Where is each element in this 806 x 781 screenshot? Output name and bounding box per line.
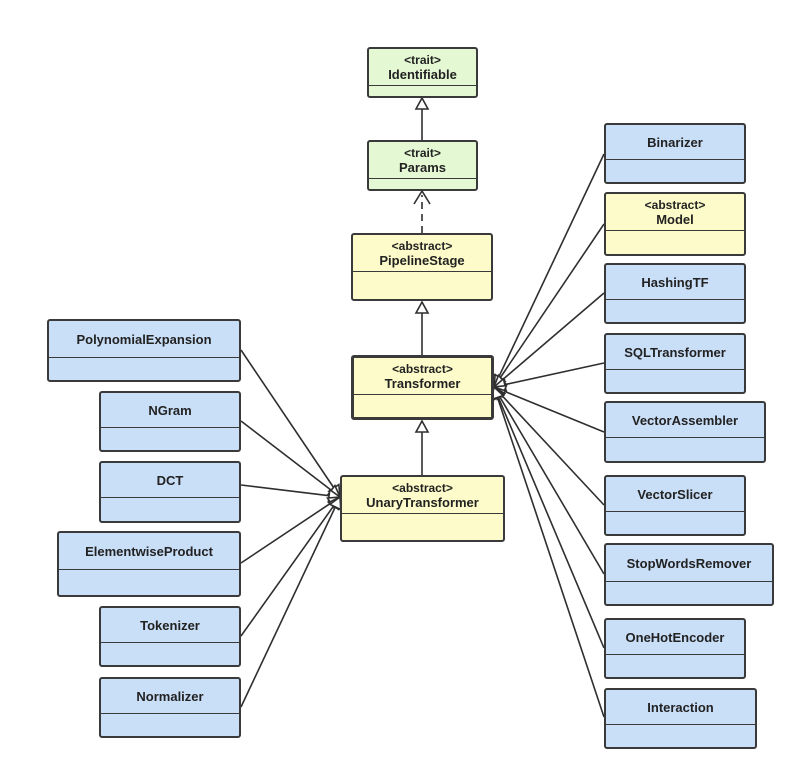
link-params-identifiable-arrowhead bbox=[414, 96, 430, 110]
class-body bbox=[101, 643, 239, 665]
class-tokenizer[interactable]: Tokenizer bbox=[99, 606, 241, 667]
class-body bbox=[606, 160, 744, 182]
class-hashingtf[interactable]: HashingTF bbox=[604, 263, 746, 324]
link-tokenizer-unarytransformer bbox=[240, 505, 335, 637]
class-body bbox=[101, 428, 239, 450]
class-name: VectorAssembler bbox=[631, 412, 739, 428]
class-model[interactable]: <abstract>Model bbox=[604, 192, 746, 256]
class-interaction[interactable]: Interaction bbox=[604, 688, 757, 749]
link-onehotencoder-transformer-arrowhead bbox=[491, 385, 506, 401]
class-body bbox=[606, 438, 764, 461]
class-name: Binarizer bbox=[647, 134, 703, 150]
link-ngram-unarytransformer bbox=[240, 420, 332, 491]
class-name: NGram bbox=[148, 402, 192, 418]
link-model-transformer-arrowhead bbox=[493, 373, 507, 389]
class-body bbox=[606, 300, 744, 322]
link-interaction-transformer bbox=[496, 397, 605, 718]
class-name: ElementwiseProduct bbox=[85, 543, 213, 559]
class-unarytransformer[interactable]: <abstract>UnaryTransformer bbox=[340, 475, 505, 542]
class-name: Identifiable bbox=[388, 66, 457, 82]
class-name: DCT bbox=[156, 472, 184, 488]
stereotype-label: <abstract> bbox=[392, 361, 453, 376]
link-onehotencoder-transformer bbox=[497, 396, 605, 649]
class-name: Normalizer bbox=[136, 688, 204, 704]
link-dct-unarytransformer-arrowhead bbox=[327, 488, 342, 503]
stereotype-label: <abstract> bbox=[392, 480, 453, 495]
class-body bbox=[342, 514, 503, 540]
class-body bbox=[59, 570, 239, 595]
link-dct-unarytransformer bbox=[240, 484, 330, 497]
link-hashingtf-transformer-arrowhead bbox=[492, 373, 508, 389]
class-name: Transformer bbox=[384, 375, 461, 391]
class-sqltransformer[interactable]: SQLTransformer bbox=[604, 333, 746, 394]
link-stopwordsremover-transformer bbox=[498, 396, 605, 575]
class-vectorslicer[interactable]: VectorSlicer bbox=[604, 475, 746, 536]
class-name: Model bbox=[656, 211, 694, 227]
class-name: Interaction bbox=[647, 699, 714, 715]
link-binarizer-transformer-arrowhead bbox=[492, 373, 506, 389]
link-transformer-pipelinestage-arrowhead bbox=[414, 300, 430, 314]
stereotype-label: <trait> bbox=[404, 145, 441, 160]
class-body bbox=[606, 231, 744, 254]
class-body bbox=[606, 370, 744, 392]
class-binarizer[interactable]: Binarizer bbox=[604, 123, 746, 184]
class-pipelinestage[interactable]: <abstract>PipelineStage bbox=[351, 233, 493, 301]
class-transformer[interactable]: <abstract>Transformer bbox=[351, 355, 494, 420]
stereotype-label: <trait> bbox=[404, 52, 441, 67]
class-identifiable[interactable]: <trait>Identifiable bbox=[367, 47, 478, 98]
class-normalizer[interactable]: Normalizer bbox=[99, 677, 241, 738]
class-body bbox=[606, 655, 744, 677]
class-onehotencoder[interactable]: OneHotEncoder bbox=[604, 618, 746, 679]
class-ngram[interactable]: NGram bbox=[99, 391, 241, 452]
link-sqltransformer-transformer-arrowhead bbox=[492, 377, 508, 392]
class-name: Params bbox=[399, 159, 446, 175]
class-name: HashingTF bbox=[641, 274, 709, 290]
class-body bbox=[606, 582, 772, 604]
class-body bbox=[101, 498, 239, 521]
link-sqltransformer-transformer bbox=[504, 362, 605, 386]
class-name: Tokenizer bbox=[140, 617, 200, 633]
class-body bbox=[369, 86, 476, 96]
link-polynomialexpansion-unarytransformer-arrowhead bbox=[327, 483, 341, 499]
link-elementwiseproduct-unarytransformer-arrowhead bbox=[326, 496, 342, 510]
class-vectorassembler[interactable]: VectorAssembler bbox=[604, 401, 766, 463]
class-name: PipelineStage bbox=[379, 252, 465, 268]
class-name: PolynomialExpansion bbox=[76, 331, 212, 347]
class-name: VectorSlicer bbox=[637, 486, 713, 502]
link-binarizer-transformer bbox=[497, 153, 605, 378]
class-dct[interactable]: DCT bbox=[99, 461, 241, 523]
class-body bbox=[354, 395, 491, 417]
class-body bbox=[369, 179, 476, 189]
link-vectorassembler-transformer-arrowhead bbox=[492, 384, 508, 399]
stereotype-label: <abstract> bbox=[391, 238, 453, 253]
class-elementwiseproduct[interactable]: ElementwiseProduct bbox=[57, 531, 241, 597]
class-stopwordsremover[interactable]: StopWordsRemover bbox=[604, 543, 774, 606]
class-name: OneHotEncoder bbox=[625, 629, 725, 645]
link-elementwiseproduct-unarytransformer bbox=[240, 502, 332, 564]
link-hashingtf-transformer bbox=[501, 292, 605, 381]
link-tokenizer-unarytransformer-arrowhead bbox=[327, 495, 341, 511]
link-vectorslicer-transformer-arrowhead bbox=[492, 385, 508, 401]
class-body bbox=[606, 725, 755, 747]
class-polynomialexpansion[interactable]: PolynomialExpansion bbox=[47, 319, 241, 382]
link-stopwordsremover-transformer-arrowhead bbox=[493, 385, 507, 401]
link-model-transformer bbox=[499, 223, 605, 379]
link-polynomialexpansion-unarytransformer bbox=[240, 349, 335, 489]
link-pipelinestage-params-arrowhead bbox=[413, 189, 431, 205]
class-body bbox=[353, 272, 491, 299]
link-vectorslicer-transformer bbox=[500, 394, 605, 506]
link-ngram-unarytransformer-arrowhead bbox=[326, 483, 342, 499]
class-name: SQLTransformer bbox=[624, 344, 726, 360]
link-unarytransformer-transformer-arrowhead bbox=[414, 419, 430, 433]
link-normalizer-unarytransformer bbox=[240, 506, 337, 708]
class-params[interactable]: <trait>Params bbox=[367, 140, 478, 191]
link-vectorassembler-transformer bbox=[503, 390, 605, 433]
class-name: StopWordsRemover bbox=[626, 555, 752, 571]
class-name: UnaryTransformer bbox=[366, 494, 479, 510]
class-body bbox=[101, 714, 239, 736]
class-body bbox=[606, 512, 744, 534]
class-body bbox=[49, 358, 239, 380]
stereotype-label: <abstract> bbox=[644, 197, 706, 212]
